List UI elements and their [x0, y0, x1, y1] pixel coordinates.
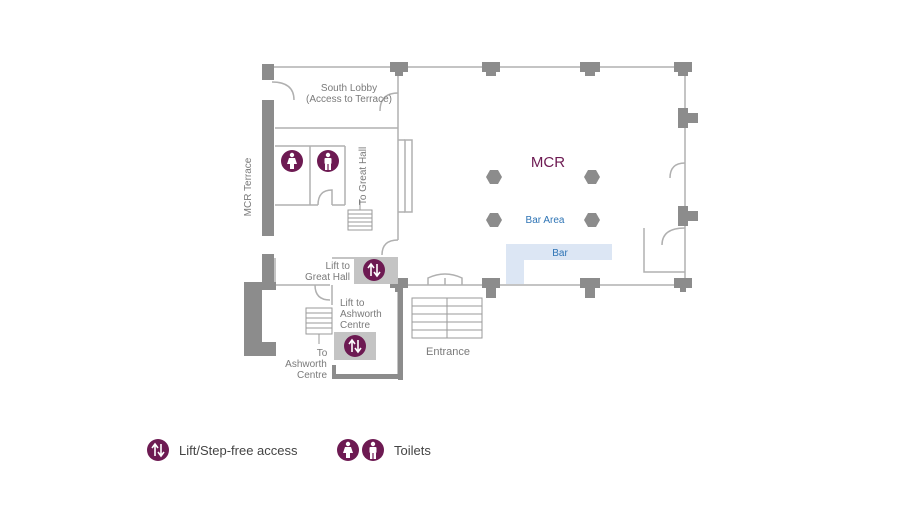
outer-walls — [244, 64, 403, 380]
mcr-label: MCR — [531, 154, 565, 171]
toilet-female-icon[interactable] — [281, 150, 303, 172]
lift-ashworth-icon[interactable] — [344, 335, 366, 357]
to-ashworth-label-2: Ashworth — [285, 359, 327, 370]
stairs-great-hall — [347, 200, 373, 231]
toilet-male-icon — [362, 439, 384, 461]
bar-label: Bar — [552, 248, 568, 259]
entrance-label: Entrance — [426, 346, 470, 358]
wall-piers — [266, 62, 698, 298]
stairs-ashworth — [305, 307, 333, 344]
legend-toilets: Toilets — [337, 438, 431, 462]
inner-walls — [271, 66, 686, 378]
lift-great-hall-label-1: Lift to — [326, 261, 351, 272]
lift-great-hall-icon[interactable] — [363, 259, 385, 281]
bar-area-label: Bar Area — [526, 215, 565, 226]
bar-counter — [506, 244, 612, 284]
lift-ashworth-label-1: Lift to — [340, 298, 365, 309]
south-lobby-label: South Lobby — [321, 83, 377, 94]
lift-great-hall-label-2: Great Hall — [305, 272, 350, 283]
lift-ashworth-label-2: Ashworth — [340, 309, 382, 320]
legend-toilets-label: Toilets — [394, 442, 431, 458]
mcr-terrace-label: MCR Terrace — [243, 157, 254, 216]
stairs-entrance — [411, 297, 483, 339]
toilet-female-icon — [337, 439, 359, 461]
to-ashworth-label-3: Centre — [297, 370, 327, 381]
south-lobby-sublabel: (Access to Terrace) — [306, 94, 392, 105]
lift-ashworth-label-3: Centre — [340, 320, 370, 331]
toilet-male-icon[interactable] — [317, 150, 339, 172]
legend-lift: Lift/Step-free access — [147, 438, 298, 462]
to-ashworth-label-1: To — [317, 348, 328, 359]
columns — [486, 170, 600, 227]
lift-step-free-icon — [147, 439, 169, 461]
to-great-hall-label: To Great Hall — [358, 147, 369, 205]
legend-lift-label: Lift/Step-free access — [179, 442, 298, 458]
